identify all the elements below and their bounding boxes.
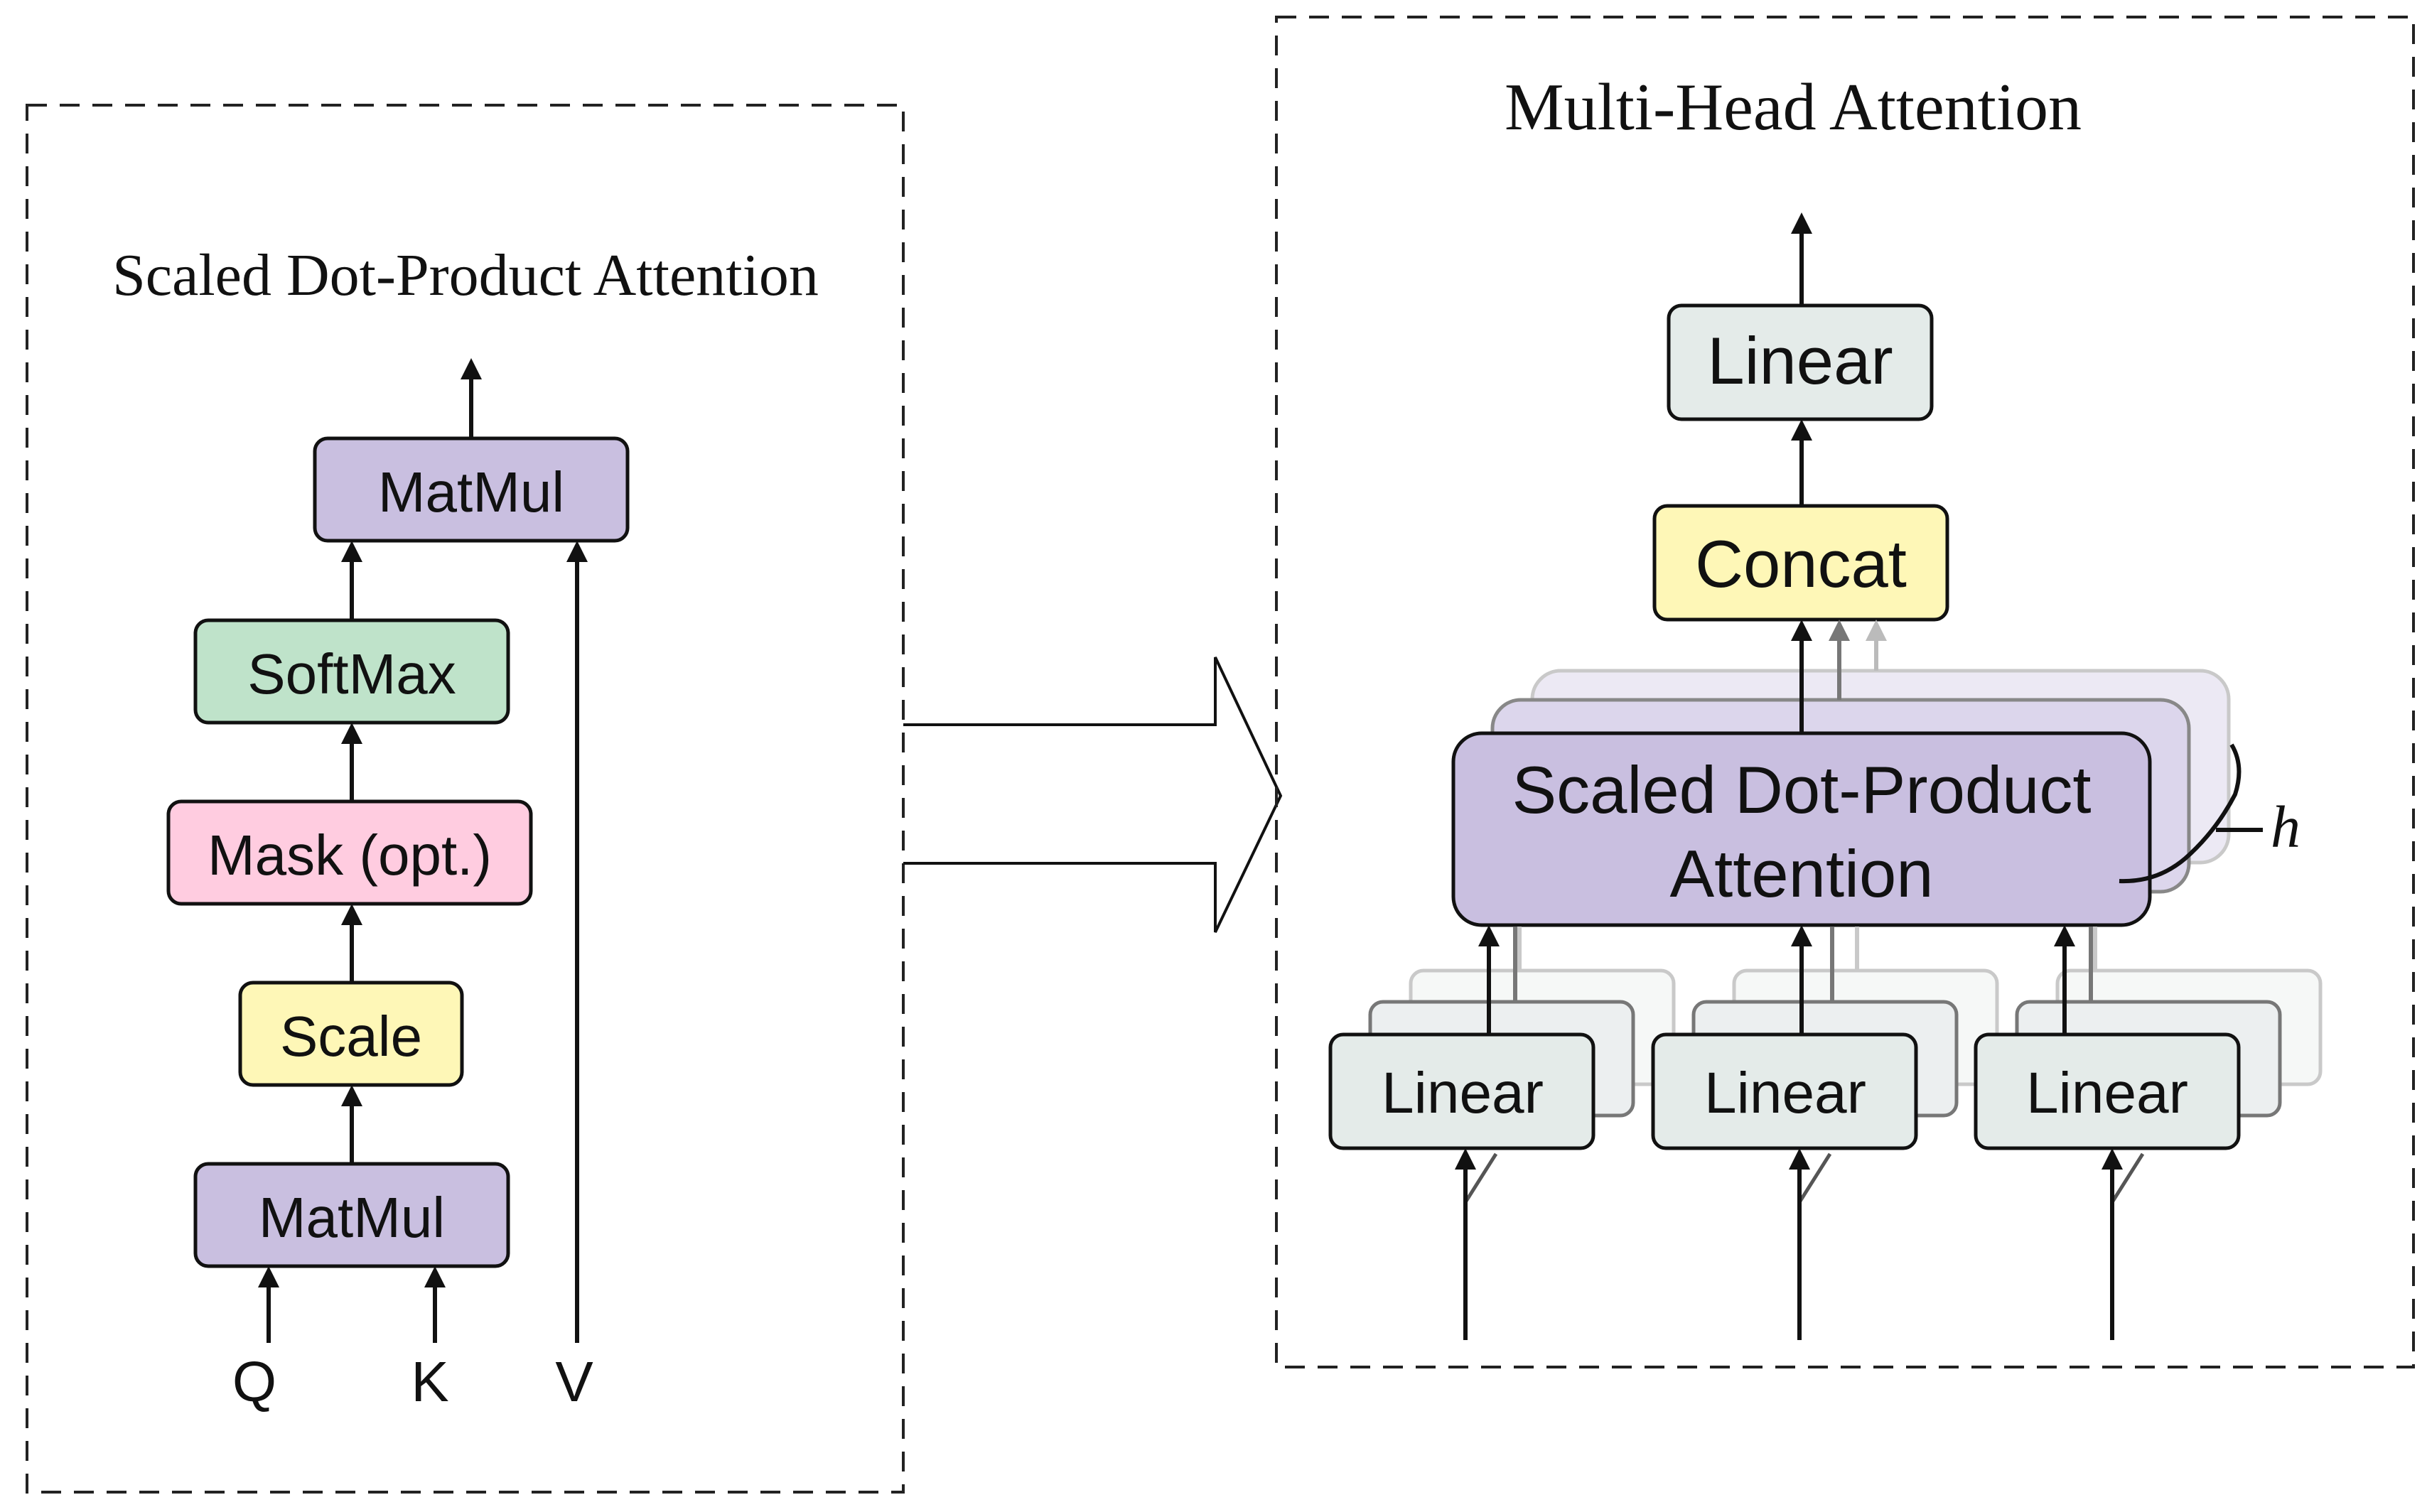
attention-label-line1: Scaled Dot-Product: [1512, 752, 2091, 827]
heads-brace: [2119, 743, 2242, 884]
linear-left-input-skew: [1463, 1152, 1498, 1204]
linear-middle-label: Linear: [1704, 1061, 1866, 1125]
linear-top-label: Linear: [1707, 323, 1893, 398]
softmax-label: SoftMax: [247, 642, 456, 706]
linear-right-input-skew: [2110, 1152, 2145, 1204]
k-label: K: [411, 1350, 448, 1413]
linear-group-middle: Linear: [1651, 925, 1999, 1340]
matmul-bottom-block: [193, 1162, 510, 1268]
linear-right-label: Linear: [2026, 1061, 2188, 1125]
left-panel-title: Scaled Dot-Product Attention: [112, 242, 819, 308]
multi-head-attention-panel: Multi-Head Attention Linear Concat Scale…: [1275, 16, 2415, 1368]
linear-middle-block: [1651, 1032, 1918, 1150]
mask-label: Mask (opt.): [208, 824, 492, 887]
matmul-top-block: [313, 436, 630, 543]
matmul-bottom-label: MatMul: [259, 1186, 445, 1249]
v-label: V: [555, 1350, 593, 1413]
q-label: Q: [232, 1350, 276, 1413]
right-panel-title: Multi-Head Attention: [1505, 70, 2082, 144]
linear-left-label: Linear: [1382, 1061, 1544, 1125]
linear-group-left: Linear: [1328, 925, 1676, 1340]
right-panel-border: [1275, 16, 2415, 1368]
linear-group-right: Linear: [1974, 925, 2323, 1340]
scale-label: Scale: [280, 1005, 422, 1068]
scaled-dot-product-panel: Scaled Dot-Product Attention MatMul Soft…: [26, 104, 905, 1494]
left-panel-border: [26, 104, 905, 1494]
heads-label: h: [2271, 794, 2300, 860]
attention-label-line2: Attention: [1669, 836, 1933, 911]
linear-middle-input-skew: [1797, 1152, 1832, 1204]
matmul-top-label: MatMul: [378, 460, 564, 524]
concat-label: Concat: [1695, 526, 1907, 601]
transition-arrow: [903, 657, 1283, 933]
